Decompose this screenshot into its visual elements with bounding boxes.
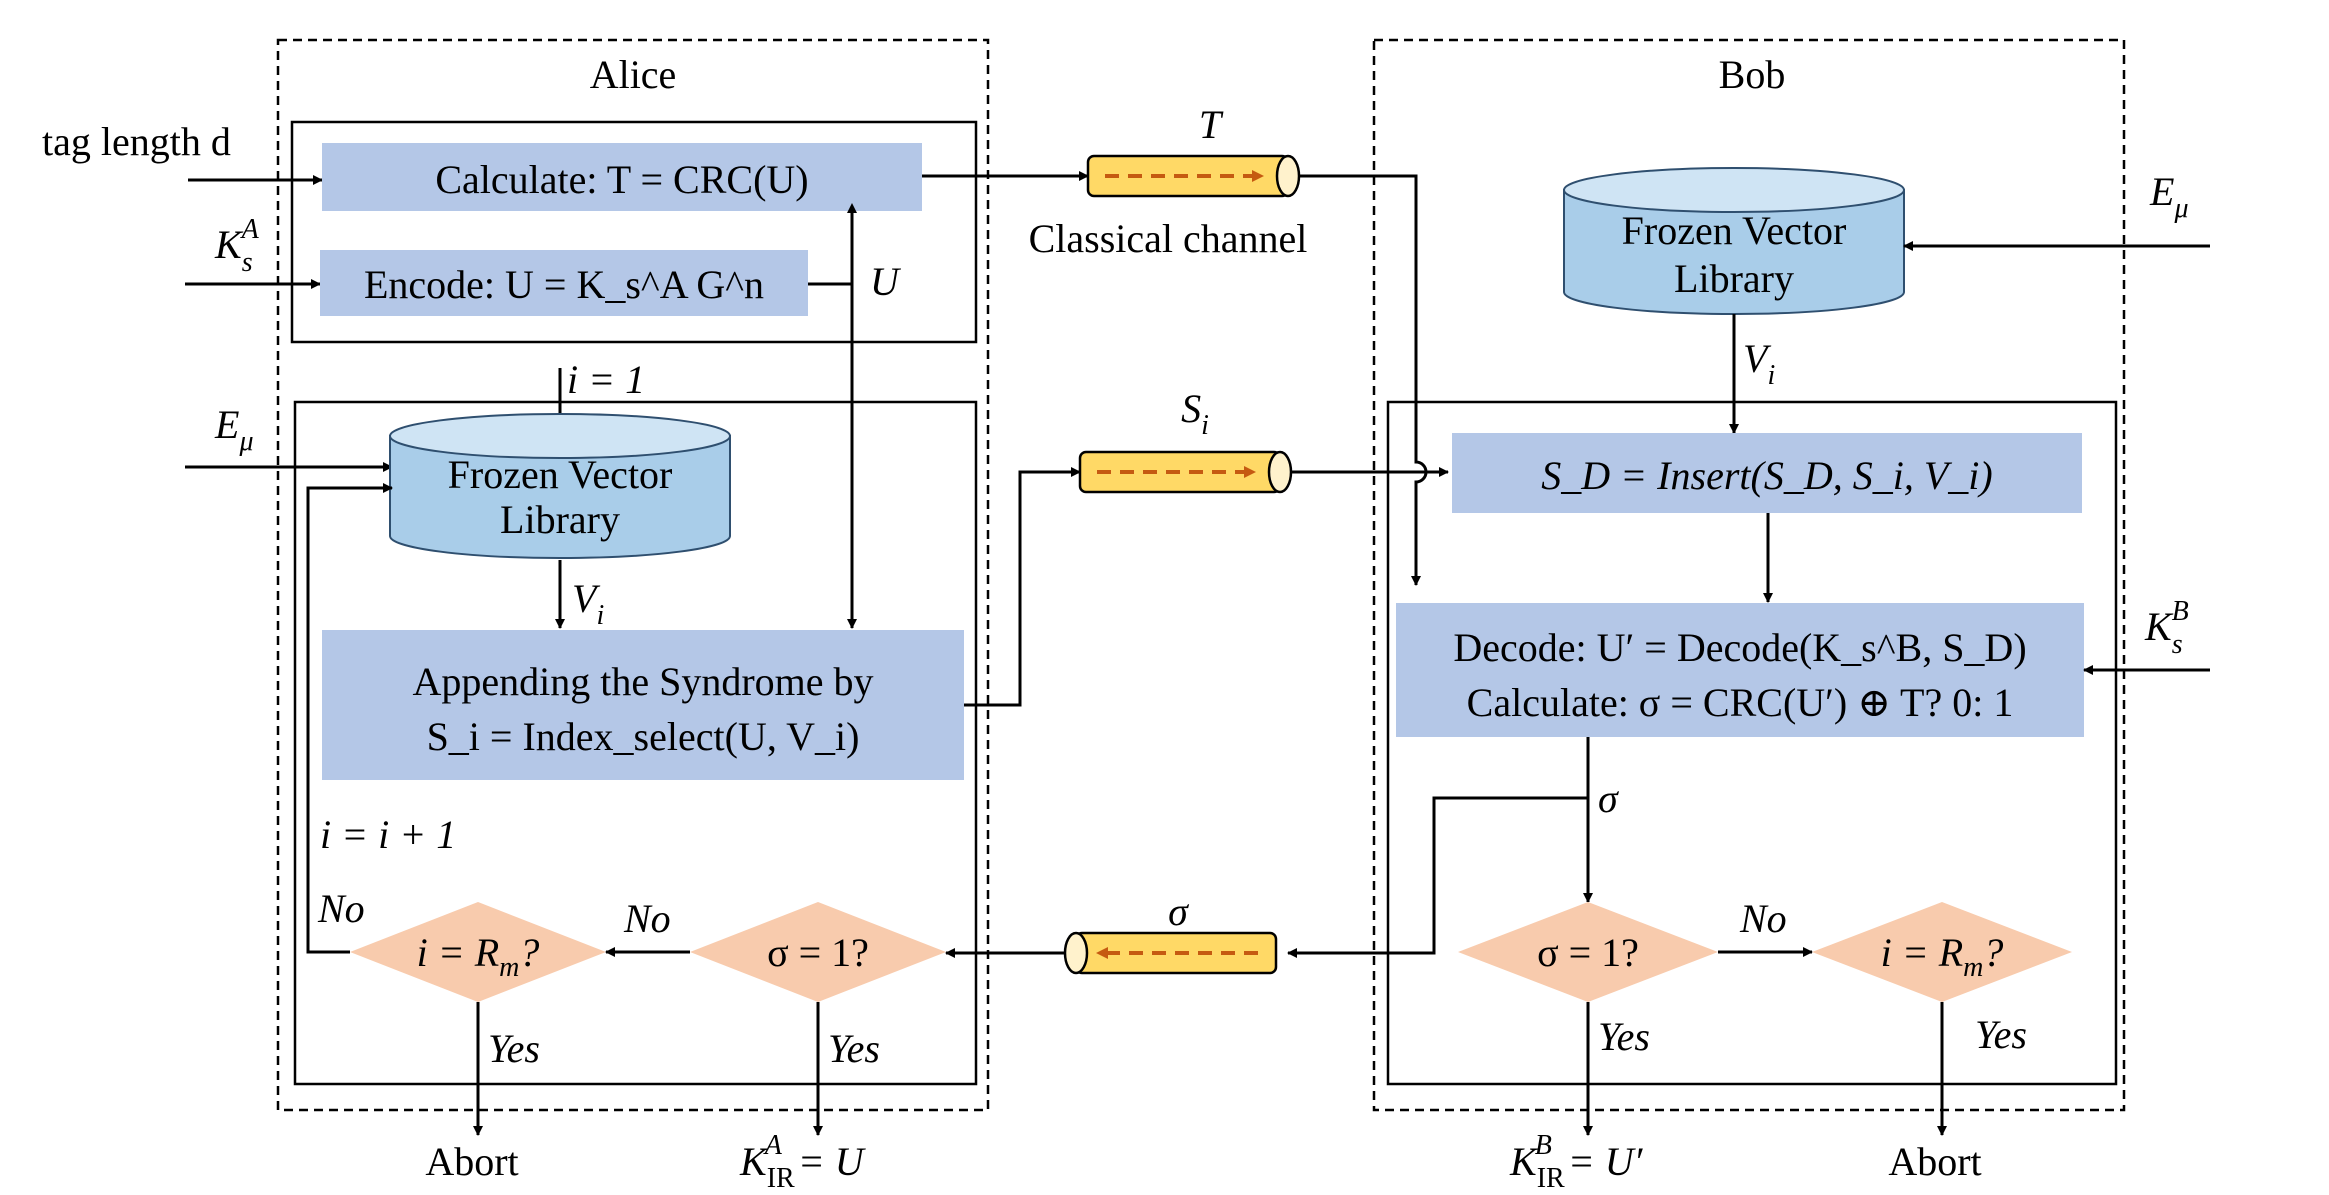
alice-loop-frame bbox=[293, 400, 978, 1086]
increment-label: i = i + 1 bbox=[320, 812, 456, 857]
alice-rm-diamond bbox=[350, 902, 606, 1002]
bob-abort-label: Abort bbox=[1888, 1139, 1981, 1184]
u-label: U bbox=[870, 259, 902, 304]
alice-yes-left: Yes bbox=[488, 1026, 540, 1071]
bob-result-label: KIRB= U′ bbox=[1509, 1130, 1644, 1194]
alice-encode-frame bbox=[290, 120, 978, 344]
sigma-into-channel bbox=[1287, 796, 1588, 958]
encode-label: Encode: U = K_s^A G^n bbox=[364, 262, 764, 307]
si-channel-pipe bbox=[1078, 450, 1293, 494]
alice-boundary bbox=[276, 38, 990, 1112]
classical-channel-label: Classical channel bbox=[1029, 216, 1308, 261]
ksb-input-label: KsB bbox=[2144, 596, 2189, 660]
bob-yes-left: Yes bbox=[1598, 1014, 1650, 1059]
decode-line1: Decode: U′ = Decode(K_s^B, S_D) bbox=[1453, 625, 2026, 670]
alice-title: Alice bbox=[590, 52, 677, 97]
alice-sigma-label: σ = 1? bbox=[767, 930, 869, 975]
alice-vi-label: Vi bbox=[572, 576, 604, 631]
i-init-label: i = 1 bbox=[567, 357, 645, 402]
decode-box bbox=[1396, 603, 2084, 737]
ksa-input-label: KsA bbox=[214, 214, 260, 278]
t-classical-channel-pipe bbox=[1086, 154, 1301, 198]
sigma-channel-pipe bbox=[1063, 931, 1278, 975]
decode-line2: Calculate: σ = CRC(U′) ⊕ T? 0: 1 bbox=[1467, 680, 2014, 725]
loop-back-arrow bbox=[306, 483, 393, 954]
tag-length-input-label: tag length d bbox=[42, 119, 231, 164]
sigma-channel-label: σ bbox=[1168, 889, 1189, 934]
bob-no-label: No bbox=[1739, 896, 1787, 941]
t-channel-label: T bbox=[1199, 102, 1224, 147]
encode-box bbox=[320, 250, 808, 316]
alice-abort-label: Abort bbox=[425, 1139, 518, 1184]
bob-sigma-diamond-label: σ = 1? bbox=[1537, 930, 1639, 975]
si-into-channel bbox=[964, 467, 1081, 707]
alice-sigma-diamond bbox=[690, 902, 946, 1002]
bob-vi-label: Vi bbox=[1743, 336, 1775, 391]
t-to-decode-line bbox=[1299, 174, 1428, 586]
alice-library-line2: Library bbox=[500, 497, 620, 542]
alice-rm-label: i = Rm? bbox=[417, 930, 540, 983]
no-left-label: No bbox=[317, 886, 365, 931]
append-syndrome-box bbox=[322, 630, 964, 780]
append-line1: Appending the Syndrome by bbox=[412, 659, 873, 704]
alice-emu-label: Eμ bbox=[214, 402, 254, 457]
insert-box bbox=[1452, 433, 2082, 513]
calculate-crc-label: Calculate: T = CRC(U) bbox=[435, 157, 808, 202]
bob-boundary bbox=[1372, 38, 2126, 1112]
bob-process-frame bbox=[1386, 400, 2118, 1086]
alice-yes-right: Yes bbox=[828, 1026, 880, 1071]
append-line2: S_i = Index_select(U, V_i) bbox=[427, 714, 860, 759]
si-channel-label: Si bbox=[1181, 386, 1209, 441]
bob-title: Bob bbox=[1719, 52, 1786, 97]
alice-frozen-vector-library: Frozen Vector Library bbox=[389, 413, 731, 559]
bob-frozen-vector-library: Frozen Vector Library bbox=[1563, 167, 1905, 315]
bob-sigma-diamond bbox=[1458, 902, 1718, 1002]
bob-sigma-label: σ bbox=[1598, 776, 1619, 821]
insert-label: S_D = Insert(S_D, S_i, V_i) bbox=[1541, 453, 1992, 498]
bob-rm-diamond bbox=[1812, 902, 2072, 1002]
alice-result-label: KIRA= U bbox=[739, 1130, 867, 1194]
bob-emu-label: Eμ bbox=[2149, 169, 2189, 224]
calculate-crc-box bbox=[322, 143, 922, 211]
bob-rm-label: i = Rm? bbox=[1881, 930, 2004, 983]
no-mid-label: No bbox=[623, 896, 671, 941]
bob-yes-right: Yes bbox=[1975, 1012, 2027, 1057]
alice-library-line1: Frozen Vector bbox=[448, 452, 673, 497]
bob-library-line2: Library bbox=[1674, 256, 1794, 301]
bob-library-line1: Frozen Vector bbox=[1622, 208, 1847, 253]
